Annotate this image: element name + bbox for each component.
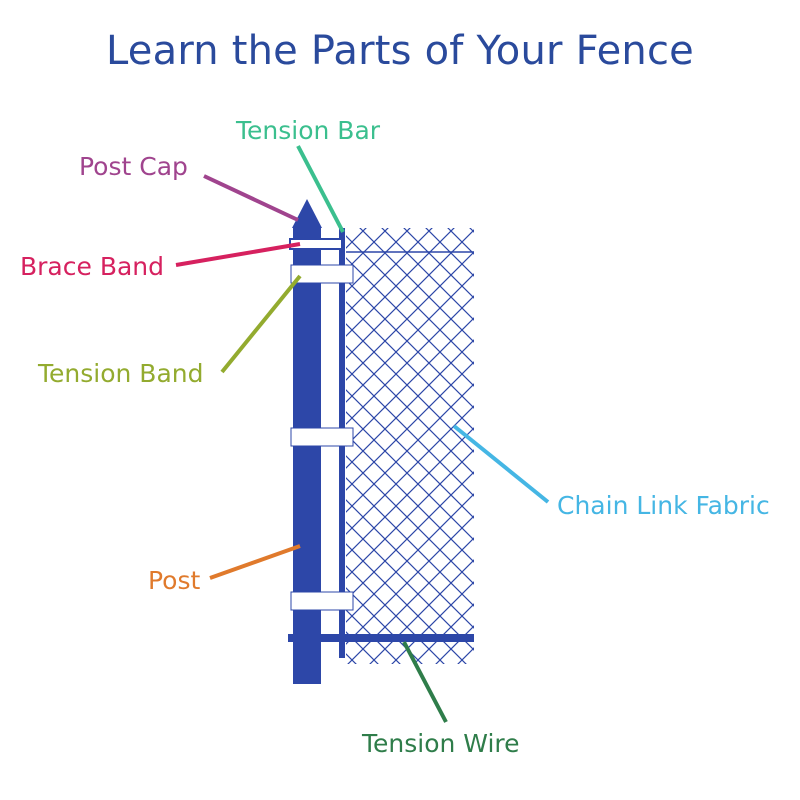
post-cap <box>292 199 322 228</box>
brace-band-leader <box>175 242 301 267</box>
tension-wire <box>288 634 474 642</box>
page-title: Learn the Parts of Your Fence <box>106 28 694 74</box>
tension-wire-leader <box>402 641 448 723</box>
post-label: Post <box>148 566 201 595</box>
tension-band-leader <box>220 274 302 374</box>
tension-band <box>290 264 354 611</box>
tension-bar-leader <box>296 145 345 233</box>
post-cap-leader <box>203 174 299 222</box>
post-leader <box>209 544 301 580</box>
post-cap-label: Post Cap <box>79 152 188 181</box>
tension-wire-label: Tension Wire <box>361 729 520 758</box>
brace-band-label: Brace Band <box>20 252 164 281</box>
tension-band-label: Tension Band <box>37 359 204 388</box>
fence-post <box>293 228 321 684</box>
tension-bar-label: Tension Bar <box>235 116 381 145</box>
chain-link-fabric-leader <box>452 424 550 504</box>
chain-link-fabric-label: Chain Link Fabric <box>557 491 770 520</box>
brace-band <box>289 238 343 250</box>
chain-link-fabric <box>346 228 474 664</box>
